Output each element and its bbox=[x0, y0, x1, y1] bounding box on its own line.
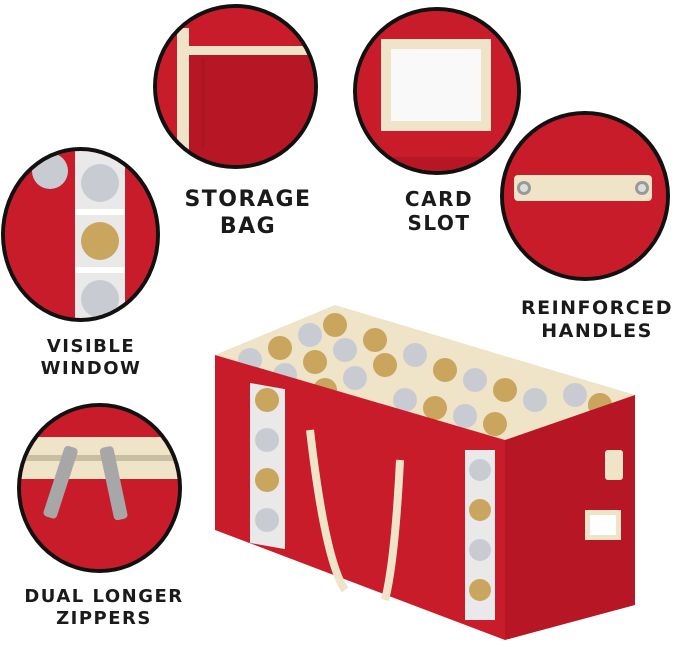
card-slot-label-line2: SLOT bbox=[407, 211, 471, 236]
handle-illustration bbox=[504, 115, 666, 277]
storage-bag-label-line1: STORAGE bbox=[184, 187, 312, 212]
reinforced-handles-label-line2: HANDLES bbox=[541, 320, 653, 343]
visible-window-label-line2: WINDOW bbox=[40, 357, 142, 379]
zipper-pulls-illustration bbox=[21, 407, 178, 569]
ornament-storage-box-illustration bbox=[215, 305, 635, 640]
card-slot-illustration bbox=[357, 11, 517, 171]
card-slot-label: CARD SLOT bbox=[384, 187, 494, 236]
visible-window-label-line1: VISIBLE bbox=[46, 336, 136, 357]
storage-bag-label: STORAGE BAG bbox=[178, 187, 318, 241]
handles-detail-circle bbox=[500, 111, 670, 281]
dual-longer-zippers-label-line2: ZIPPERS bbox=[56, 607, 152, 629]
zippers-detail-circle bbox=[17, 403, 182, 573]
reinforced-handles-label: REINFORCED HANDLES bbox=[518, 297, 676, 343]
dual-longer-zippers-label: DUAL LONGER ZIPPERS bbox=[14, 586, 194, 630]
card-slot-detail-circle bbox=[353, 7, 521, 175]
box-front-face bbox=[215, 355, 505, 640]
visible-window-label: VISIBLE WINDOW bbox=[36, 336, 146, 380]
storage-bag-pocket-illustration bbox=[157, 8, 314, 165]
box-side-face bbox=[505, 395, 635, 640]
reinforced-handles-label-line1: REINFORCED bbox=[520, 297, 674, 319]
visible-window-detail-circle bbox=[1, 147, 160, 322]
card-slot-label-line1: CARD bbox=[404, 187, 474, 211]
visible-window-illustration bbox=[5, 151, 156, 318]
storage-bag-label-line2: BAG bbox=[219, 213, 277, 239]
storage-bag-detail-circle bbox=[153, 4, 318, 169]
dual-longer-zippers-label-line1: DUAL LONGER bbox=[24, 586, 184, 607]
